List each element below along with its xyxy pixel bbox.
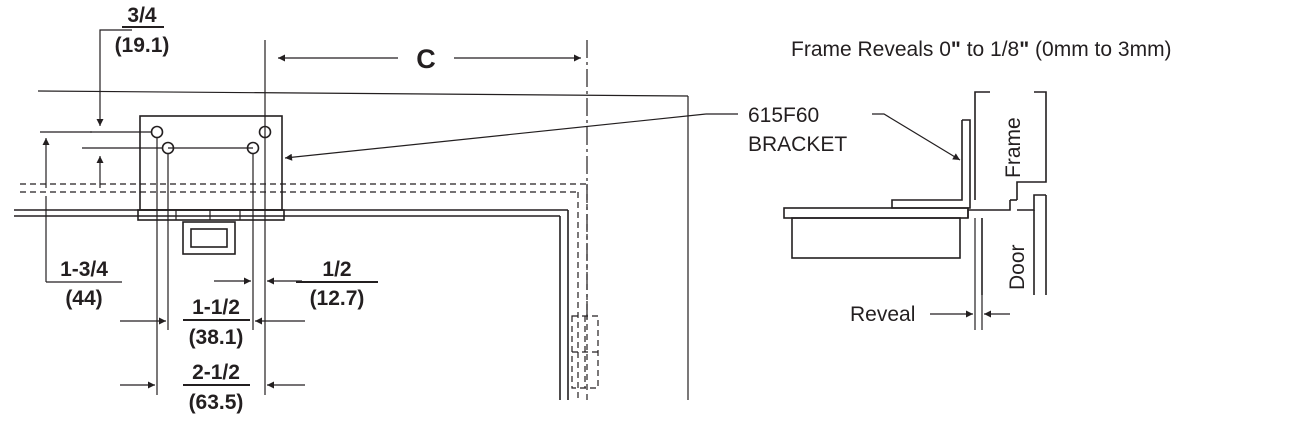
dim-c: C <box>278 44 581 74</box>
door-label: Door <box>1006 244 1029 290</box>
plan-view: 3/4 (19.1) C 1-3/4 (44) 1/2 (12.7) <box>14 4 738 414</box>
dim-three-quarter: 3/4 (19.1) <box>82 4 169 188</box>
bracket-section <box>891 119 971 209</box>
bracket-leader <box>284 113 738 161</box>
bracket-part-number: 615F60 <box>748 104 819 127</box>
frame-reveals-title: Frame Reveals 0" to 1/8" (0mm to 3mm) <box>791 38 1172 61</box>
section-detail: Frame Door Reveal <box>783 91 1047 330</box>
dim-half-imperial: 1/2 <box>322 258 351 281</box>
hinge-dashed <box>571 315 599 389</box>
dim-outer: 2-1/2 (63.5) <box>120 361 305 414</box>
bracket-hole <box>150 125 164 139</box>
dim-inner: 1-1/2 (38.1) <box>120 296 305 349</box>
closer-section <box>783 207 969 259</box>
detail-leader <box>872 113 961 161</box>
dim-height-metric: (44) <box>65 287 102 310</box>
dim-outer-metric: (63.5) <box>189 391 244 414</box>
closer-dashed-outline <box>20 183 588 400</box>
reveal-label: Reveal <box>850 303 915 326</box>
dim-height: 1-3/4 (44) <box>40 131 122 310</box>
door-outline <box>14 209 569 400</box>
door-section <box>967 194 1047 295</box>
header-line <box>37 90 689 97</box>
frame-label: Frame <box>1002 117 1025 178</box>
closer-box <box>182 221 236 255</box>
dim-inner-metric: (38.1) <box>189 326 244 349</box>
dim-top-metric: (19.1) <box>115 34 170 57</box>
bracket-base <box>137 209 285 221</box>
dim-top-imperial: 3/4 <box>127 4 157 27</box>
dim-inner-imperial: 1-1/2 <box>192 296 240 319</box>
dim-height-imperial: 1-3/4 <box>60 258 108 281</box>
dim-half: 1/2 (12.7) <box>214 258 378 310</box>
bracket-name: BRACKET <box>748 133 847 156</box>
dim-c-label: C <box>416 44 436 74</box>
extension-lines <box>156 40 266 395</box>
frame-section <box>974 91 1047 201</box>
dim-half-metric: (12.7) <box>310 287 365 310</box>
dim-outer-imperial: 2-1/2 <box>192 361 240 384</box>
